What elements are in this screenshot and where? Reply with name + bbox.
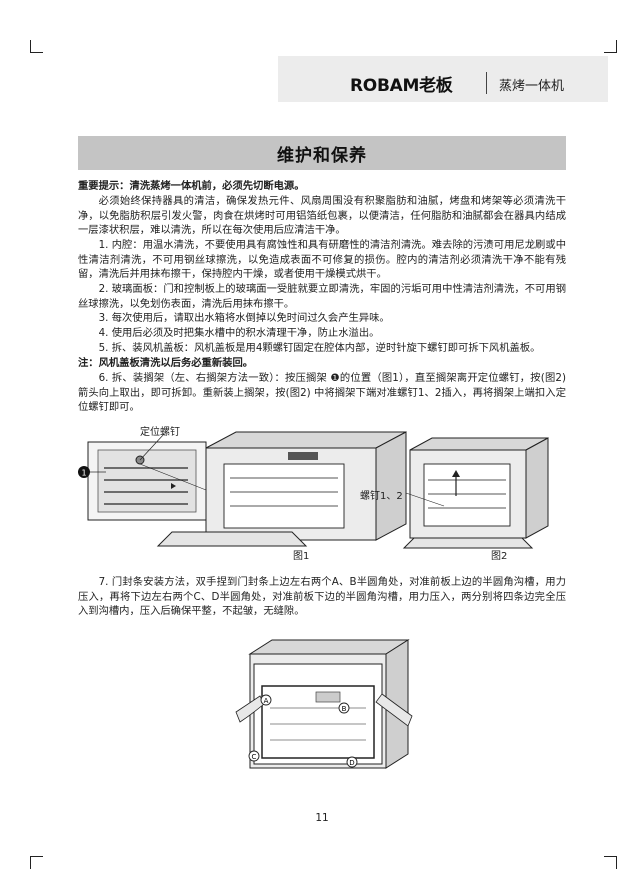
crop-mark-top-right (604, 40, 617, 53)
fig3-label-b: B (342, 705, 347, 713)
section-title: 维护和保养 (277, 145, 367, 166)
header-band (278, 56, 608, 102)
fig1-marker-text: 1 (81, 469, 86, 478)
paragraph-shelf: 6. 拆、装搁架（左、右搁架方法一致）：按压搁架 ❶的位置（图1），直至搁架离开… (78, 372, 566, 414)
fig1-caption: 图1 (293, 551, 310, 562)
paragraph-drip-tray: 4. 使用后必须及时把集水槽中的积水清理干净，防止水溢出。 (98, 327, 380, 339)
fig3-label-d: D (349, 759, 354, 767)
product-name: 蒸烤一体机 (499, 79, 565, 94)
fig3-label-c: C (252, 753, 257, 761)
fig1-callout-locating-screw: 定位螺钉 (140, 427, 180, 438)
paragraph-glass: 2. 玻璃面板：门和控制板上的玻璃面一受脏就要立即清洗，牢固的污垢可用中性清洁剂… (78, 283, 566, 310)
fig3-label-a: A (264, 697, 269, 705)
note-fan-cover: 注：风机盖板清洗以后务必重新装回。 (78, 357, 254, 369)
crop-mark-bottom-left (30, 856, 43, 869)
page-number: 11 (315, 812, 329, 824)
header-divider (486, 72, 487, 94)
paragraph-general: 必须始终保持器具的清洁，确保发热元件、风扇周围没有积聚脂肪和油腻，烤盘和烤架等必… (78, 195, 566, 237)
paragraph-water-tank: 3. 每次使用后，请取出水箱将水倒掉以免时间过久会产生异味。 (98, 312, 390, 324)
paragraph-door-seal: 7. 门封条安装方法，双手捏到门封条上边左右两个A、B半圆角处，对准前板上边的半… (78, 576, 566, 618)
brand-logo: ROBAM老板 (350, 76, 453, 96)
paragraph-cavity: 1. 内腔：用温水清洗，不要使用具有腐蚀性和具有研磨性的清洁剂清洗。难去除的污渍… (78, 239, 566, 281)
fig2-caption: 图2 (491, 551, 508, 562)
fig2-callout-screws: 螺钉1、2 (360, 491, 403, 502)
crop-mark-bottom-right (604, 856, 617, 869)
important-notice: 重要提示：清洗蒸烤一体机前，必须先切断电源。 (78, 180, 305, 192)
paragraph-fan-cover: 5. 拆、装风机盖板：风机盖板是用4颗螺钉固定在腔体内部，逆时针旋下螺钉即可拆下… (98, 342, 541, 354)
figure-2 (402, 437, 549, 549)
figure-1: 1 (78, 431, 407, 547)
figure-3: A B C D (235, 639, 413, 769)
crop-mark-top-left (30, 40, 43, 53)
section-title-bar: 维护和保养 (78, 136, 566, 170)
